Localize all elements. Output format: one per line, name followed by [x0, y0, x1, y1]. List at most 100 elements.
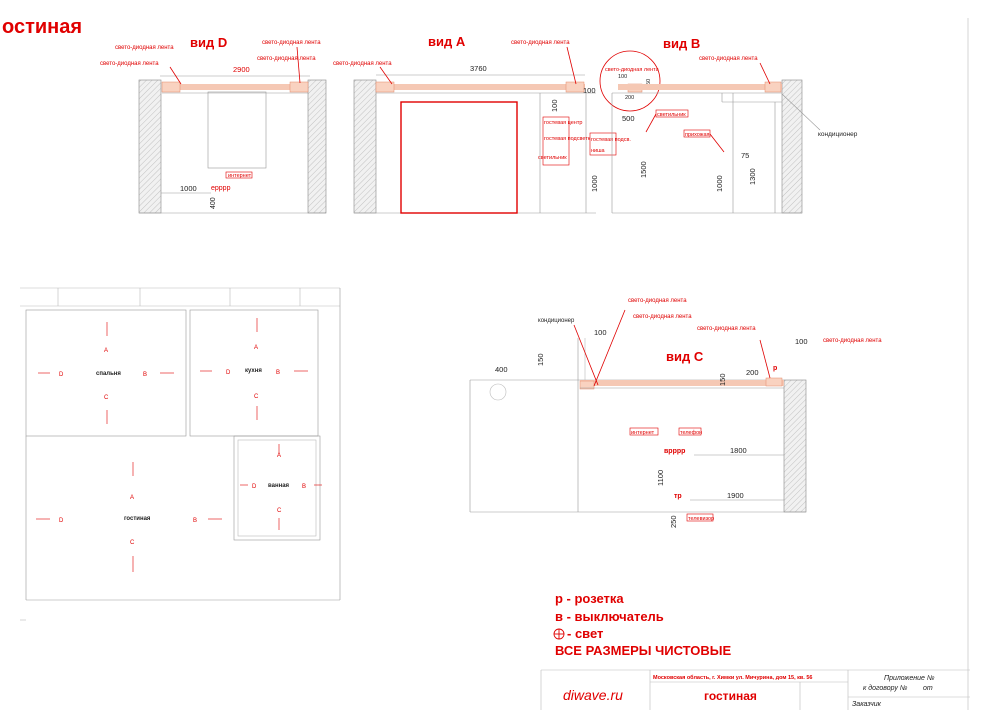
view-c-dim-400: 400	[495, 365, 508, 374]
view-d-led-label-2: свето-диодная лента	[100, 61, 159, 67]
bathroom-letter-b: В	[302, 484, 306, 490]
view-c-dim-1800: 1800	[730, 446, 747, 455]
view-c-dim-150b: 150	[718, 373, 727, 386]
view-b-light-box	[655, 109, 689, 118]
view-d-led-label-4: свето-диодная лента	[257, 56, 316, 62]
view-b-detail-circle	[599, 50, 661, 112]
view-b-light-label: светильник	[657, 112, 686, 118]
view-a: вид А свето-диодная лента свето-диодная …	[333, 34, 631, 214]
view-a-note-5: ниша	[591, 148, 606, 154]
view-b-dim-1000: 1000	[715, 175, 724, 192]
view-c-led-label-1: свето-диодная лента	[628, 298, 687, 304]
living-view-markers	[36, 462, 222, 572]
view-b-dim-75: 75	[741, 151, 749, 160]
view-c-led-label-4: свето-диодная лента	[823, 338, 882, 344]
view-b: вид В свето-диодная лента свето-диодная …	[599, 36, 858, 214]
view-b-switch-box	[683, 129, 711, 138]
living-letter-a: А	[130, 495, 134, 501]
room-bedroom-label: спальня	[96, 371, 121, 377]
view-c-title: вид С	[666, 349, 704, 364]
stamp-from: от	[923, 685, 933, 692]
view-d: вид D свето-диодная лента свето-диодная …	[100, 35, 327, 214]
view-a-dim-1000: 1000	[590, 175, 599, 192]
view-c-tv-label: телевизор	[688, 516, 714, 522]
view-a-wall-left	[353, 79, 377, 214]
view-d-wall-left	[138, 79, 162, 214]
bedroom-letter-c: С	[104, 395, 109, 401]
view-b-ac-label: кондиционер	[818, 131, 858, 138]
view-a-notes-box-2	[589, 132, 617, 156]
view-c-dim-1900: 1900	[727, 491, 744, 500]
view-a-width-dim: 3760	[470, 64, 487, 73]
view-b-dim-200: 200	[625, 95, 634, 101]
stamp-name: гостиная	[704, 689, 757, 703]
bathroom-letter-d: D	[252, 484, 257, 490]
view-d-internet-box	[225, 171, 253, 179]
view-a-notes-box	[542, 116, 570, 166]
view-c-dim-1100: 1100	[656, 470, 665, 486]
view-c-sockets: врррр	[664, 448, 685, 455]
light-icon	[553, 628, 565, 640]
view-c-dim-100b: 100	[795, 337, 808, 346]
view-c-socket-mark: р	[773, 365, 777, 372]
view-d-internet-label: интернет	[228, 173, 252, 179]
view-d-led-label-3: свето-диодная лента	[262, 40, 321, 46]
view-d-dim-400: 400	[210, 197, 217, 209]
view-c-dim-100a: 100	[594, 328, 607, 337]
bedroom-letter-a: А	[104, 348, 108, 354]
view-b-dim-1300: 1300	[748, 168, 757, 185]
stamp-appendix: Приложение №	[884, 675, 935, 682]
bathroom-view-markers	[240, 444, 322, 530]
view-c-dim-200: 200	[746, 368, 759, 377]
view-c-socket-2: тр	[674, 493, 682, 500]
view-b-title: вид В	[663, 36, 700, 51]
view-a-led-label-1: свето-диодная лента	[333, 61, 392, 67]
legend-switch: в - выключатель	[555, 609, 664, 624]
view-a-title: вид А	[428, 34, 466, 49]
sheet-title: остиная	[2, 16, 82, 38]
view-b-dim-1500: 1500	[639, 161, 648, 178]
living-letter-d: D	[59, 518, 64, 524]
room-bathroom	[233, 435, 321, 541]
view-c-internet-box	[629, 427, 659, 436]
kitchen-letter-a: А	[254, 345, 258, 351]
view-c-wall-right	[783, 379, 807, 513]
view-c: вид С кондиционер свето-диодная лента св…	[469, 298, 882, 528]
bathroom-letter-c: С	[277, 508, 282, 514]
view-c-led-label-2: свето-диодная лента	[633, 314, 692, 320]
stamp-address: Московская область, г. Химки ул. Мичурин…	[653, 674, 812, 681]
view-a-dim-100b: 100	[550, 99, 559, 112]
stamp-contract: к договору №	[863, 684, 908, 692]
room-bedroom	[25, 309, 187, 437]
view-d-led-label-1: свето-диодная лента	[115, 45, 174, 51]
room-bathroom-label: ванная	[268, 483, 290, 489]
living-letter-b: В	[193, 518, 197, 524]
view-b-dim-100: 100	[618, 74, 627, 80]
legend-light: - свет	[567, 626, 603, 641]
legend-note: ВСЕ РАЗМЕРЫ ЧИСТОВЫЕ	[555, 643, 732, 658]
view-d-dim-1000: 1000	[180, 184, 197, 193]
view-a-door	[400, 101, 518, 214]
view-a-led-label-2: свето-диодная лента	[511, 40, 570, 46]
view-a-note-3: светильник	[538, 155, 567, 161]
bedroom-letter-d: D	[59, 372, 64, 378]
view-a-note-4: гостевая подсв.	[591, 137, 631, 143]
view-c-phone-box	[678, 427, 702, 436]
view-c-phone-label: телефон	[680, 430, 702, 436]
view-d-wall-right	[307, 79, 327, 214]
room-kitchen-label: кухня	[245, 368, 262, 374]
view-a-dim-100a: 100	[583, 86, 596, 95]
view-c-dim-250: 250	[669, 515, 678, 528]
view-d-window	[207, 91, 267, 169]
kitchen-letter-c: С	[254, 394, 259, 400]
bedroom-view-markers	[38, 322, 174, 424]
view-d-title: вид D	[190, 35, 227, 50]
kitchen-letter-b: В	[276, 370, 280, 376]
legend-socket: р - розетка	[555, 591, 624, 606]
bedroom-letter-b: В	[143, 372, 147, 378]
view-c-led-label-3: свето-диодная лента	[697, 326, 756, 332]
living-letter-c: С	[130, 540, 135, 546]
view-c-ac-label: кондиционер	[538, 318, 575, 324]
view-c-dim-150a: 150	[536, 353, 545, 366]
